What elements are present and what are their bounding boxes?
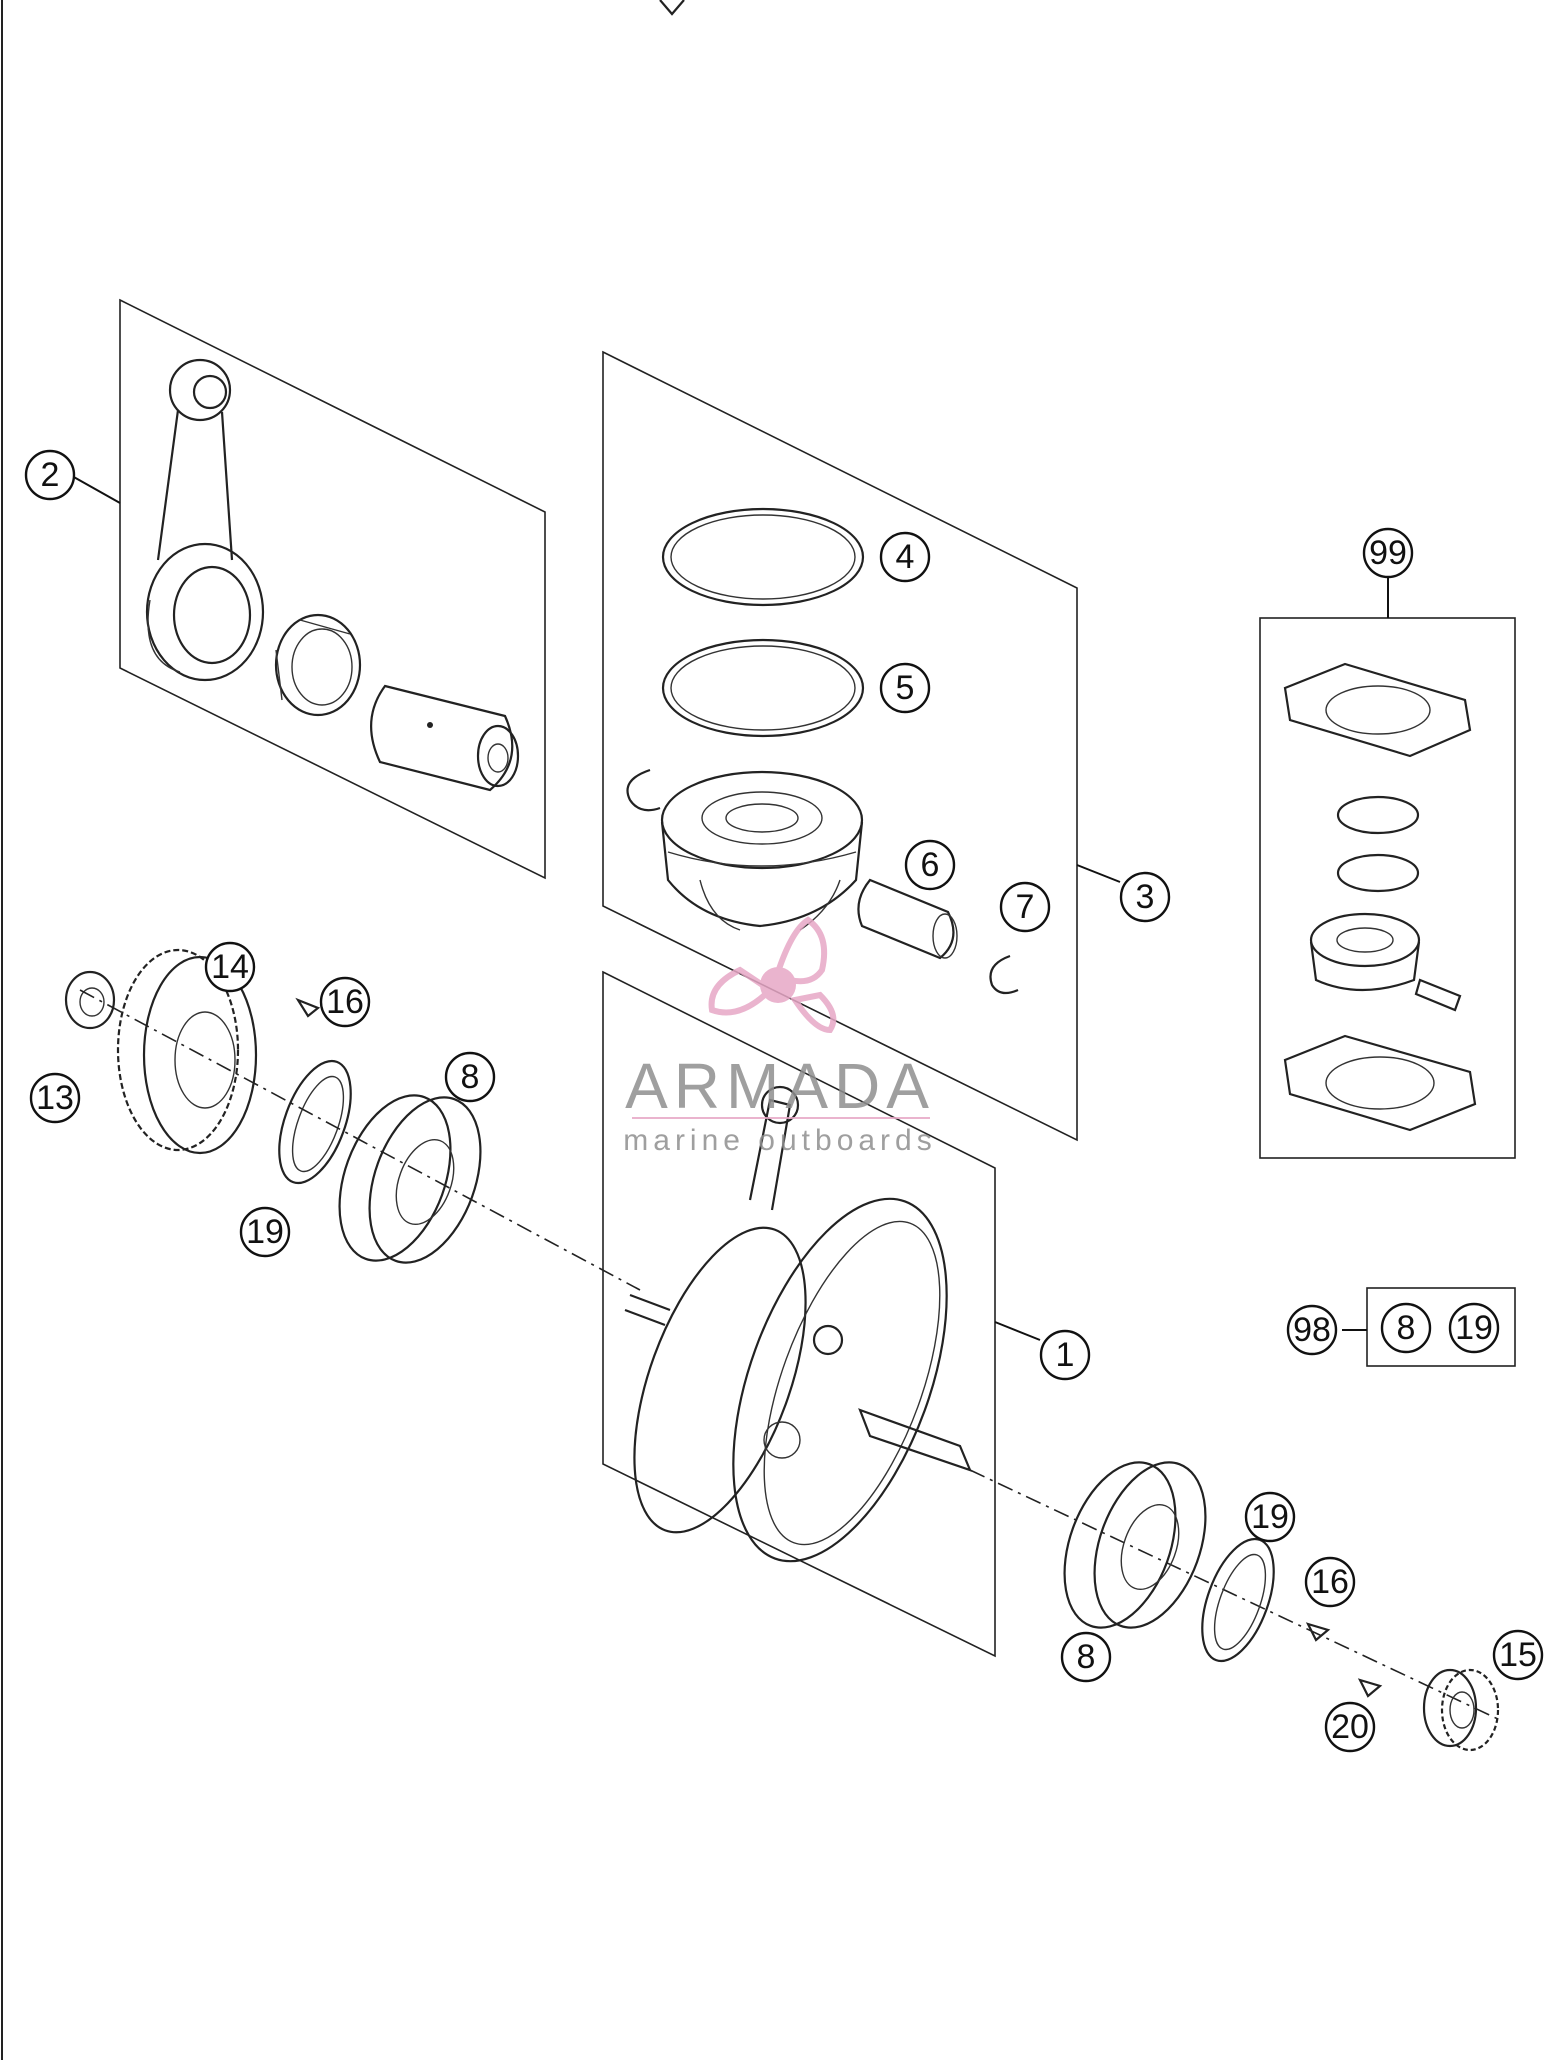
kit-ring-top (1336, 795, 1420, 835)
seal-part-19-left (278, 1059, 352, 1185)
svg-text:20: 20 (1331, 1708, 1369, 1746)
crankshaft-frame (602, 970, 996, 1658)
callout-19-left: 19 (239, 1206, 291, 1258)
svg-text:1: 1 (1056, 1336, 1075, 1374)
piston-kit-frame (602, 350, 1078, 1142)
svg-text:8: 8 (1077, 1638, 1096, 1676)
left-axis-line (79, 989, 641, 1291)
svg-text:16: 16 (326, 983, 364, 1021)
callout-5: 5 (879, 662, 931, 714)
piston-ring-top (661, 507, 865, 607)
bearing-part-8-right (1063, 1461, 1207, 1629)
callout-8-right: 8 (1060, 1631, 1112, 1683)
svg-text:98: 98 (1293, 1311, 1331, 1349)
svg-text:8: 8 (461, 1058, 480, 1096)
piston-pin-in-kit (370, 684, 520, 792)
callout-98-item-19: 19 (1448, 1302, 1500, 1354)
svg-text:6: 6 (921, 846, 940, 884)
svg-text:19: 19 (1251, 1498, 1289, 1536)
piston-ring-second (661, 638, 865, 738)
circlip-right (989, 954, 1019, 995)
callout-14: 14 (204, 941, 256, 993)
nut-part-13 (64, 970, 116, 1030)
key-part-16-right (1305, 1622, 1331, 1642)
propeller-logo-icon (708, 916, 837, 1034)
cropped-title-fragment (659, 0, 685, 16)
callout-1: 1 (1039, 1329, 1091, 1381)
svg-text:14: 14 (211, 948, 249, 986)
kit-ring-second (1336, 853, 1420, 893)
key-part-16-left (295, 997, 321, 1018)
gear-part-15 (1422, 1668, 1500, 1752)
svg-text:4: 4 (896, 538, 915, 576)
svg-text:8: 8 (1397, 1309, 1416, 1347)
svg-text:marine outboards: marine outboards (623, 1124, 936, 1157)
svg-text:19: 19 (1455, 1309, 1493, 1347)
piston-pin (857, 878, 958, 960)
svg-text:3: 3 (1136, 878, 1155, 916)
svg-text:99: 99 (1369, 534, 1407, 572)
callout-7: 7 (999, 881, 1051, 933)
leader-lines (71, 475, 1389, 1341)
callout-4: 4 (879, 531, 931, 583)
callout-8-left: 8 (444, 1051, 496, 1103)
callout-16-left: 16 (319, 976, 371, 1028)
svg-text:15: 15 (1499, 1636, 1537, 1674)
callout-19-right: 19 (1244, 1491, 1296, 1543)
armada-watermark: ARMADA marine outboards (623, 916, 936, 1157)
svg-text:ARMADA: ARMADA (625, 1050, 935, 1122)
kit-piston-pin (1414, 978, 1462, 1012)
callout-16-right: 16 (1304, 1556, 1356, 1608)
callout-99: 99 (1362, 527, 1414, 579)
svg-text:7: 7 (1016, 888, 1035, 926)
callout-20: 20 (1324, 1701, 1376, 1753)
callout-3: 3 (1119, 871, 1171, 923)
callout-2: 2 (24, 449, 76, 501)
crankshaft (624, 1085, 972, 1563)
right-axis-line (969, 1469, 1501, 1721)
bearing-part-8-left (338, 1094, 482, 1264)
svg-text:19: 19 (246, 1213, 284, 1251)
kit-piston (1309, 912, 1421, 992)
callout-98-item-8: 8 (1380, 1302, 1432, 1354)
gasket-kit-frame (1259, 617, 1516, 1159)
piston (660, 770, 864, 931)
callout-13: 13 (29, 1072, 81, 1124)
callout-98: 98 (1286, 1304, 1338, 1356)
kit-98-box (1366, 1287, 1516, 1367)
conrod-kit-frame (119, 298, 546, 880)
gear-part-14 (116, 948, 258, 1155)
circlip-left (626, 768, 661, 812)
callout-15: 15 (1492, 1629, 1544, 1681)
head-gasket (1283, 662, 1472, 758)
base-gasket (1283, 1034, 1477, 1132)
connecting-rod (145, 358, 265, 682)
svg-text:13: 13 (36, 1079, 74, 1117)
svg-text:5: 5 (896, 669, 915, 707)
seal-part-19-right (1201, 1537, 1275, 1663)
svg-text:16: 16 (1311, 1563, 1349, 1601)
svg-text:2: 2 (41, 456, 60, 494)
conrod-bearing (274, 613, 362, 717)
callout-6: 6 (904, 839, 956, 891)
key-part-20 (1357, 1678, 1383, 1698)
